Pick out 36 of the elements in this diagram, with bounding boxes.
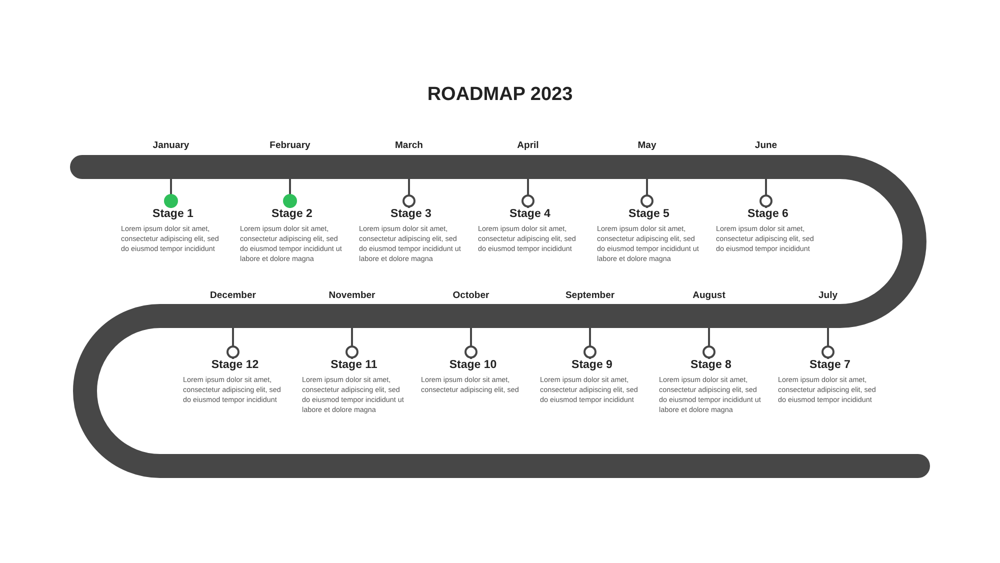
stage-title: Stage 10 <box>448 359 498 371</box>
marker-pin <box>640 179 654 208</box>
marker-pin <box>283 179 297 208</box>
stage-title: Stage 4 <box>508 208 552 220</box>
month-label: September <box>565 290 615 301</box>
marker-pin <box>164 179 178 208</box>
month-label: October <box>452 290 490 301</box>
timeline-track <box>70 155 930 478</box>
marker-pin <box>522 179 534 208</box>
stage-title: Stage 2 <box>270 208 314 220</box>
stage-title: Stage 8 <box>690 359 732 371</box>
stage-title: Stage 11 <box>330 359 378 371</box>
marker-pin <box>822 328 834 359</box>
marker-pin <box>226 328 240 359</box>
marker-pin <box>760 179 772 208</box>
title: ROADMAP 2023 <box>427 84 573 106</box>
marker-pin <box>346 328 358 359</box>
marker-pin <box>584 328 596 359</box>
stage-title: Stage 6 <box>746 208 790 220</box>
month-label: June <box>754 140 778 151</box>
marker-pin <box>464 328 478 359</box>
stage-title: Stage 3 <box>390 208 432 220</box>
stage-title: Stage 5 <box>628 208 670 220</box>
stage-title: Stage 9 <box>570 359 614 371</box>
month-label: May <box>638 140 656 151</box>
month-label: January <box>152 140 190 151</box>
stage-title: Stage 12 <box>210 359 260 371</box>
marker-pin <box>702 328 716 359</box>
stage-title: Stage 7 <box>808 359 852 371</box>
month-label: November <box>328 290 376 301</box>
stage-title: Stage 1 <box>152 208 194 220</box>
month-label: March <box>395 140 423 151</box>
month-label: August <box>692 290 726 301</box>
month-label: December <box>210 290 256 301</box>
marker-pin <box>402 179 416 208</box>
month-label: July <box>818 290 838 301</box>
